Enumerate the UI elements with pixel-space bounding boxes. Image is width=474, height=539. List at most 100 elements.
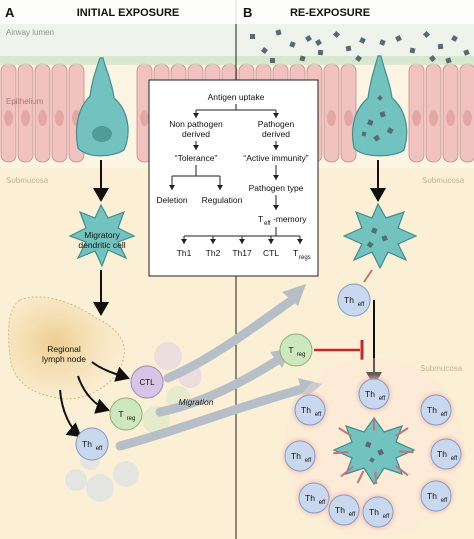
central-dc-antigens [365,441,384,463]
ctl-cell-label: CTL [139,378,155,387]
fc-teff-sub: eff [264,221,271,227]
migration-arrow-treg [155,355,283,417]
fc-th1: Th1 [177,248,192,258]
epithelium-label: Epithelium [6,97,44,106]
th-effector-base: Th [291,451,301,461]
fc-deletion: Deletion [156,195,187,205]
migratory-dendritic-cell [68,203,136,268]
treg-right-base: T [288,345,293,355]
fc-tregs-base: T [293,248,298,258]
synapse-link [395,427,409,437]
regional-lymph-node [8,296,125,400]
synapse-link [338,427,353,437]
epithelial-nucleus [429,110,438,126]
fc-path-2: derived [262,129,290,139]
th-cell-right [337,283,371,317]
arrow-node-to-treg [77,375,110,414]
treg-cell-right [279,333,313,367]
th-left-base: Th [82,439,92,449]
synapse-link [363,269,373,283]
panel-a-letter: A [5,5,15,20]
lymph-node-label-line2: lymph node [42,354,86,364]
dc-antigens-right [366,227,388,249]
submucosa-left-label: Submucosa [6,176,49,185]
th-effector-sub: eff [441,412,448,418]
panel-a-title: INITIAL EXPOSURE [77,7,179,19]
antigen-particle [379,39,386,46]
fc-teff-base: T [258,214,263,224]
arrow-node-to-th [59,389,82,438]
antigen-particle [305,35,312,42]
airway-lumen-label: Airway lumen [6,28,54,37]
migration-arrow-th [115,383,311,451]
epithelial-nucleus [140,110,149,126]
antigen-particle [422,30,431,39]
fc-nonpath-1: Non pathogen [169,119,223,129]
antigen-particle [315,39,322,46]
fc-th2: Th2 [206,248,221,258]
antigen-particles [250,29,470,64]
central-dendritic-cell [332,416,416,486]
synapse-link [395,465,409,477]
cilia-band [0,56,474,65]
dc-label-line1: Migratory [84,230,120,240]
synapse-link [333,451,349,455]
epithelial-nucleus [55,110,64,126]
fc-ctl: CTL [263,248,279,258]
epithelial-nucleus [344,110,353,126]
antigen-particle [345,45,352,52]
antigen-particle [451,35,458,42]
epithelial-nucleus [38,110,47,126]
fc-path-1: Pathogen [258,119,295,129]
epithelial-dendritic-cell-right [351,55,408,157]
th-effector-sub: eff [319,500,326,506]
th-effector-sub: eff [451,456,458,462]
synapse-link [399,450,414,454]
treg-cell-left [109,397,143,431]
activated-dendritic-cell [342,202,418,270]
th-effector-base: Th [427,405,437,415]
fc-antigen-uptake: Antigen uptake [208,92,265,102]
th-effector-base: Th [305,493,315,503]
panel-b-title: RE-EXPOSURE [290,7,370,19]
submucosa-right-top-label: Submucosa [422,176,465,185]
fc-th17: Th17 [232,248,252,258]
fc-tolerance: “Tolerance” [175,153,218,163]
th-left-sub: eff [96,446,103,452]
th-effector-base: Th [369,507,379,517]
migration-arrow-ctl [163,295,297,383]
epithelial-dendritic-cell-left [75,57,129,157]
epithelial-nucleus [327,110,336,126]
antigen-particle [409,47,416,54]
epithelial-nucleus [21,110,30,126]
th-effector-base: Th [437,449,447,459]
antigen-particle [269,57,276,64]
epithelial-nucleus [446,110,455,126]
antigen-particle [428,54,437,63]
th-cell-left [75,427,109,461]
treg-left-sub: reg [127,416,136,422]
th-effector-base: Th [365,389,375,399]
treg-right-sub: reg [297,352,306,358]
epithelial-nucleus [412,110,421,126]
synapse-link [340,466,354,478]
synapse-link [356,470,365,484]
internalized-antigens-right [361,95,394,142]
fc-teff-rest: -memory [273,214,307,224]
treg-left-base: T [118,409,123,419]
fc-nonpath-2: derived [182,129,210,139]
th-effector-base: Th [335,505,345,515]
antigen-particle [289,41,296,48]
th-effector-cell [284,440,316,472]
th-effector-cell [430,438,462,470]
antigen-particle [395,35,402,42]
th-effector-sub: eff [315,412,322,418]
arrow-node-to-ctl [91,361,130,382]
migration-label: Migration [179,397,214,407]
lymph-node-label-line1: Regional [47,344,81,354]
antigen-particle [317,49,324,56]
flowchart-box [148,79,319,277]
submucosa-right-bottom-label: Submucosa [420,364,463,373]
